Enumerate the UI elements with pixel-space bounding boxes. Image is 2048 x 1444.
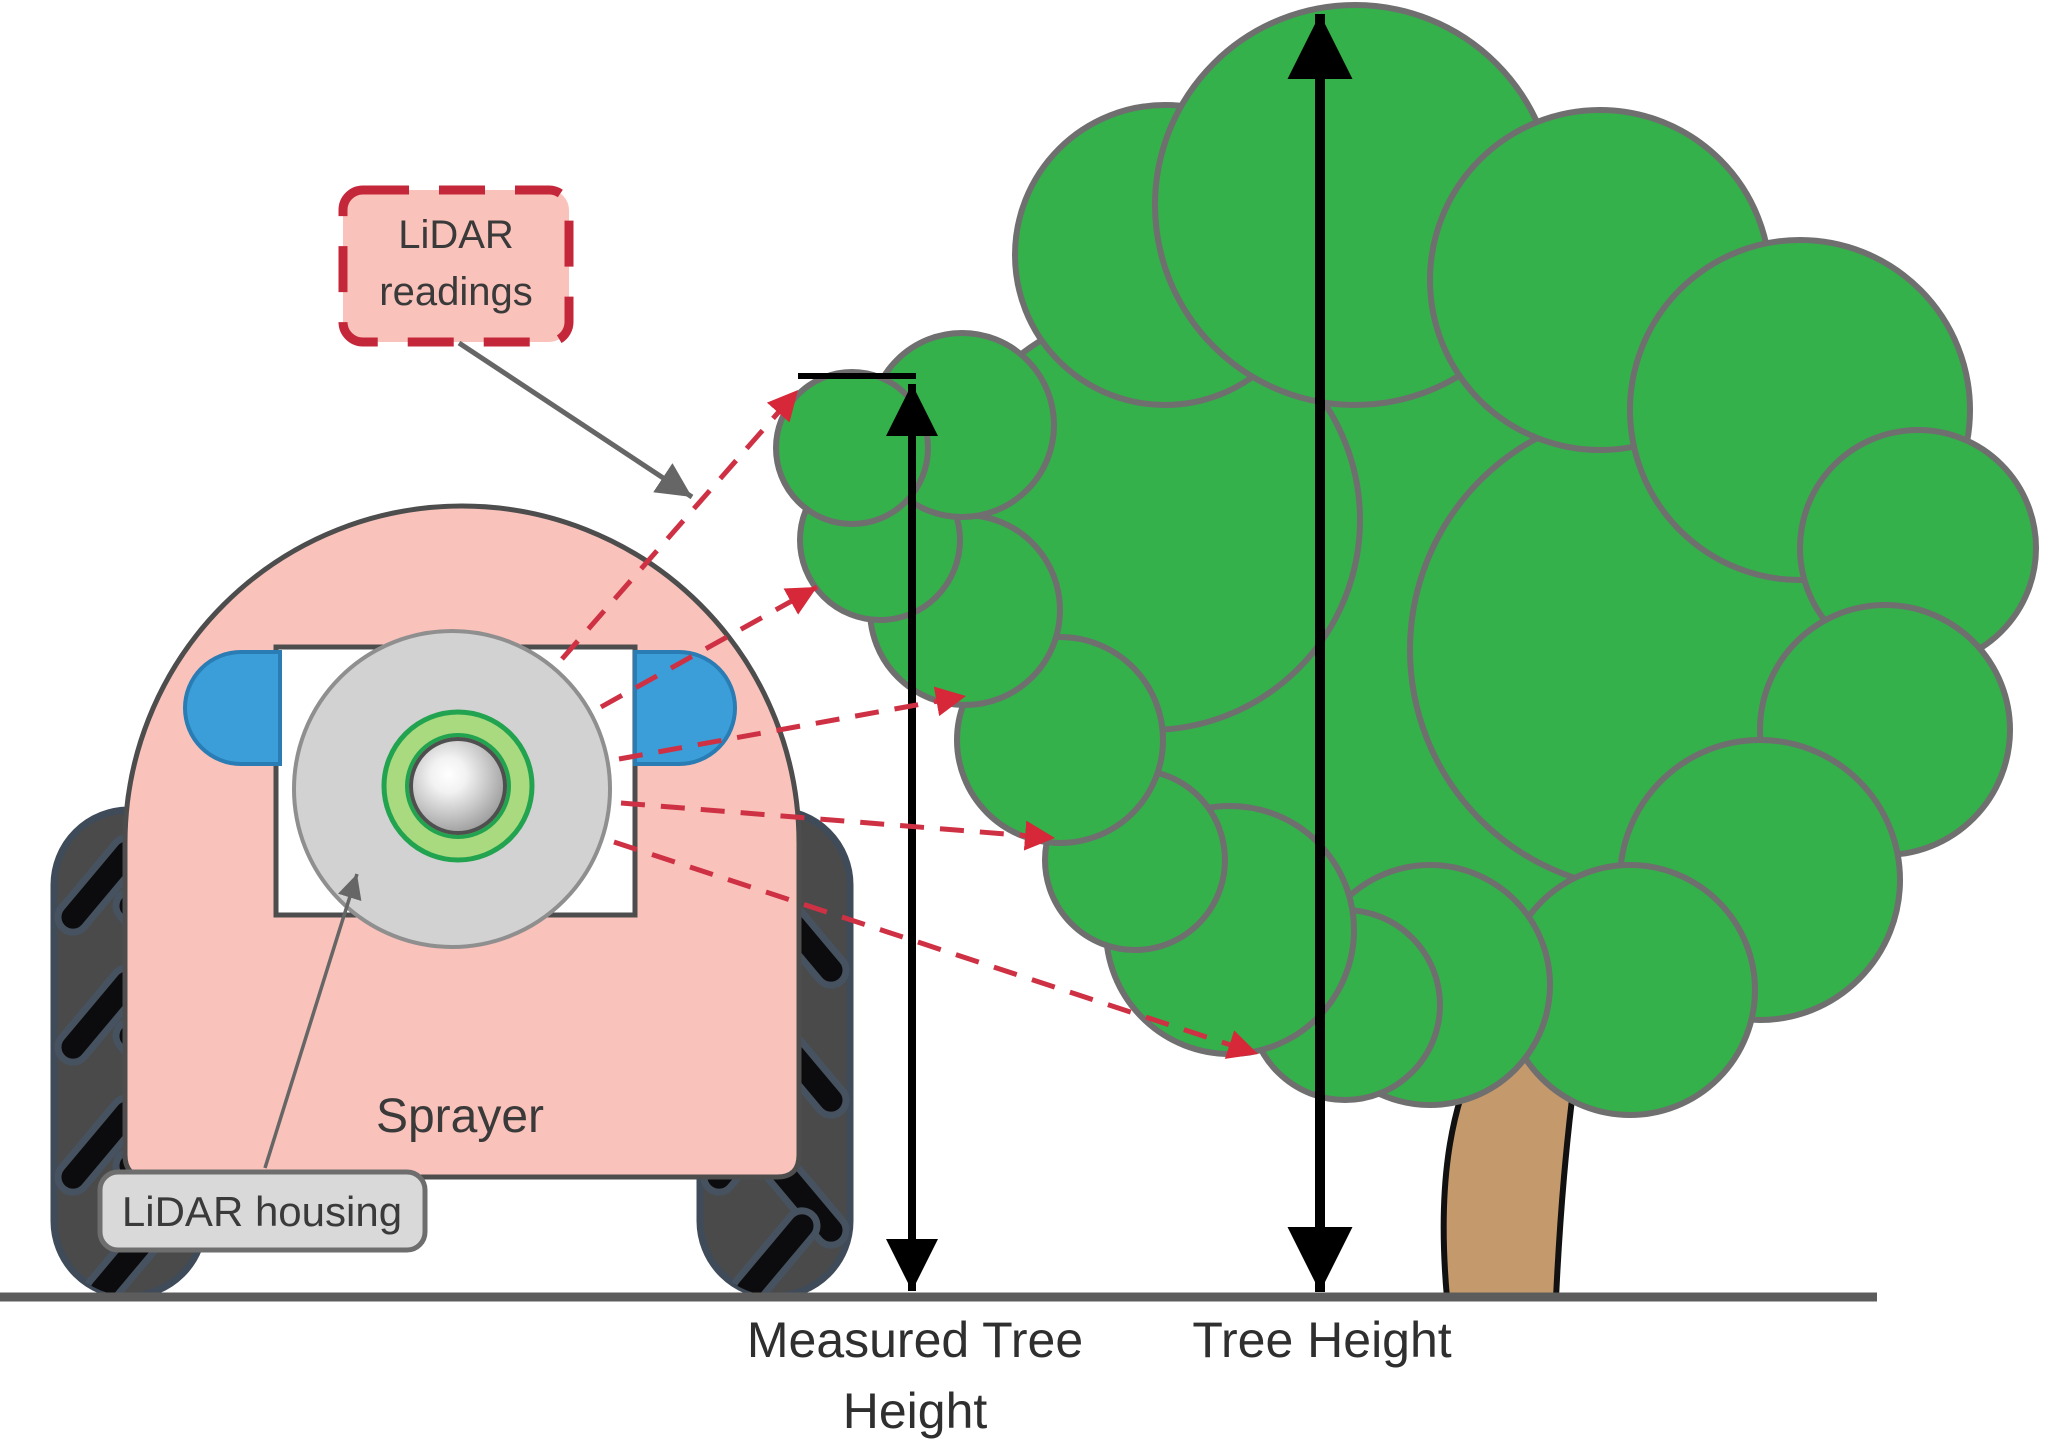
lidar-beam-2: [599, 584, 819, 710]
measured-tree-height-label-line1: Measured Tree: [747, 1312, 1083, 1368]
lidar-beams: [560, 388, 1259, 1059]
lidar-beam-1: [560, 388, 800, 661]
tree-height-label: Tree Height: [1192, 1312, 1451, 1368]
lidar-readings-box: [338, 185, 574, 347]
left-blue-module: [183, 650, 282, 766]
lidar-beam-3: [618, 686, 967, 762]
lidar-sensor-ball: [409, 737, 507, 835]
foliage-lobe: [773, 369, 931, 527]
lidar-readings-label-line2: readings: [379, 270, 532, 314]
sprayer-label: Sprayer: [376, 1090, 544, 1143]
lidar-beam-5: [613, 839, 1259, 1059]
lidar-green-ring-inner: [405, 733, 511, 839]
lidar-beam-4: [620, 800, 1056, 851]
measured-tree-height-label-line2: Height: [843, 1383, 988, 1439]
lidar-housing-label-box: [97, 1169, 428, 1253]
lidar-housing-pointer-arrow: [263, 873, 362, 1169]
lidar-housing-label: LiDAR housing: [122, 1188, 402, 1235]
tree-foliage: [773, 2, 2039, 1118]
lidar-readings-pointer-arrow: [457, 340, 694, 500]
lidar-readings-label-line1: LiDAR: [398, 213, 514, 257]
right-blue-module: [633, 650, 737, 766]
